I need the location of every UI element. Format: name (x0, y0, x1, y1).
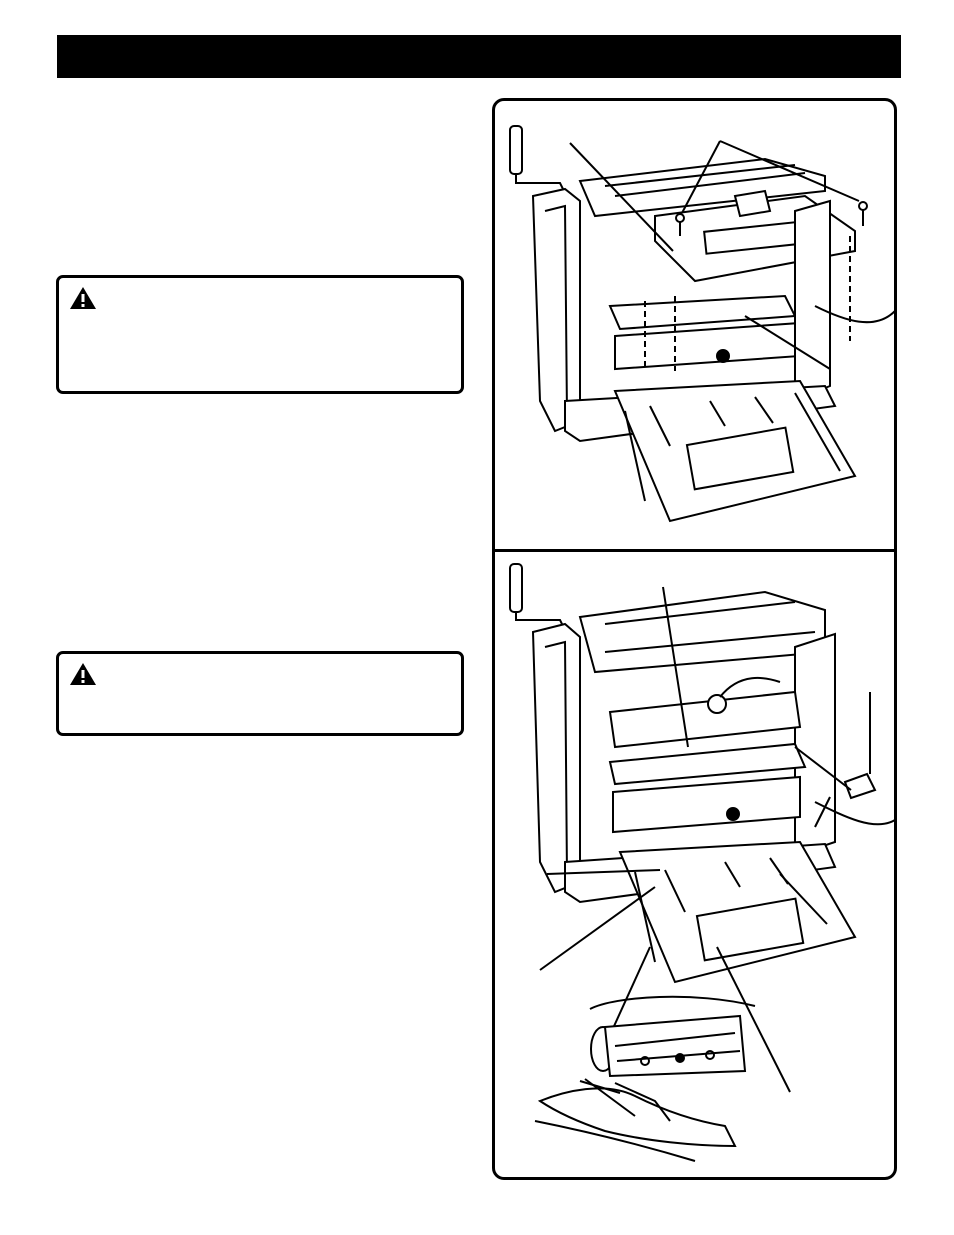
warning-triangle-icon (70, 663, 96, 685)
warning-box-1 (56, 275, 464, 394)
figure-panel (492, 98, 897, 1180)
warning-triangle-icon (70, 287, 96, 309)
warning-box-2 (56, 651, 464, 736)
planer-screwdriver-illustration (509, 563, 896, 1093)
cutterhead-hand-detail-illustration (534, 995, 756, 1162)
figure-divider (495, 549, 894, 552)
section-header-bar (57, 35, 901, 78)
planer-cover-illustration (509, 125, 896, 523)
